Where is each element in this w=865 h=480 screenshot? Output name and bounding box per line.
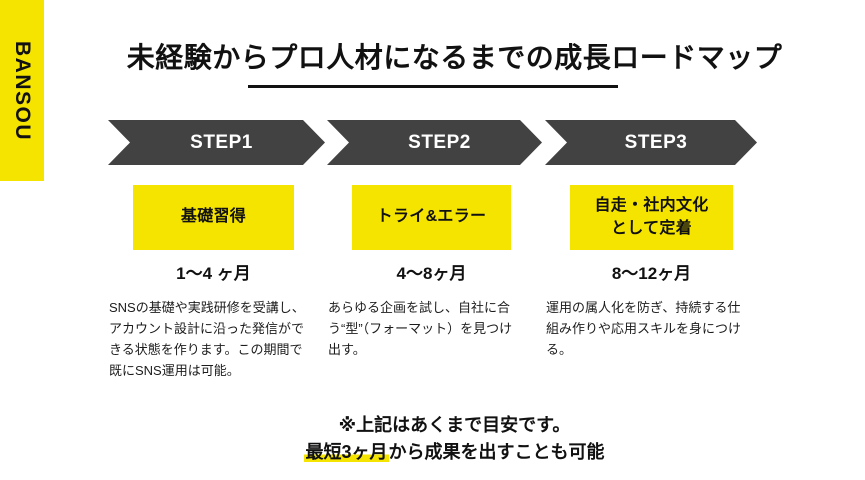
phase-label-3: 自走・社内文化として定着 [594,197,709,237]
duration-label-3: 8〜12ヶ月 [611,264,692,283]
step-chevron-label-1: STEP1 [190,131,253,153]
step-description-3: 運用の属人化を防ぎ、持続する仕組み作りや応用スキルを身につける。 [546,300,742,358]
phase-box-2: トライ&エラー [352,185,511,250]
phase-box-1: 基礎習得 [133,185,294,250]
duration-label-1: 1〜4 ヶ月 [176,264,251,283]
step-description-1: SNSの基礎や実践研修を受講し、アカウント設計に沿った発信ができる状態を作ります… [109,300,305,379]
duration-label-2: 4〜8ヶ月 [396,264,467,283]
step-chevron-1: STEP1 [108,120,325,165]
footer-highlight-text: 最短3ヶ月 [304,442,389,462]
footer-note-line-2-rest: から成果を出すことも可能 [388,442,605,462]
footer-note: ※上記はあくまで目安です。 最短3ヶ月から成果を出すことも可能 [44,412,865,466]
step-chevron-2: STEP2 [327,120,542,165]
footer-note-line-2: 最短3ヶ月から成果を出すことも可能 [44,439,865,466]
step-chevron-label-3: STEP3 [624,131,688,153]
step-chevron-label-2: STEP2 [408,131,471,153]
brand-name: BANSOU [11,40,34,141]
title-underline-rule [248,85,618,88]
phase-box-3: 自走・社内文化として定着 [570,185,733,250]
footer-note-line-1: ※上記はあくまで目安です。 [338,415,571,435]
page-title: 未経験からプロ人材になるまでの成長ロードマップ [126,42,783,73]
step-description-2: あらゆる企画を試し、自社に合う“型”（フォーマット）を見つけ出す。 [328,300,513,358]
step-chevron-3: STEP3 [545,120,757,165]
phase-label-2: トライ&エラー [376,208,487,226]
phase-label-1: 基礎習得 [180,208,247,226]
brand-sidebar: BANSOU [0,0,44,181]
